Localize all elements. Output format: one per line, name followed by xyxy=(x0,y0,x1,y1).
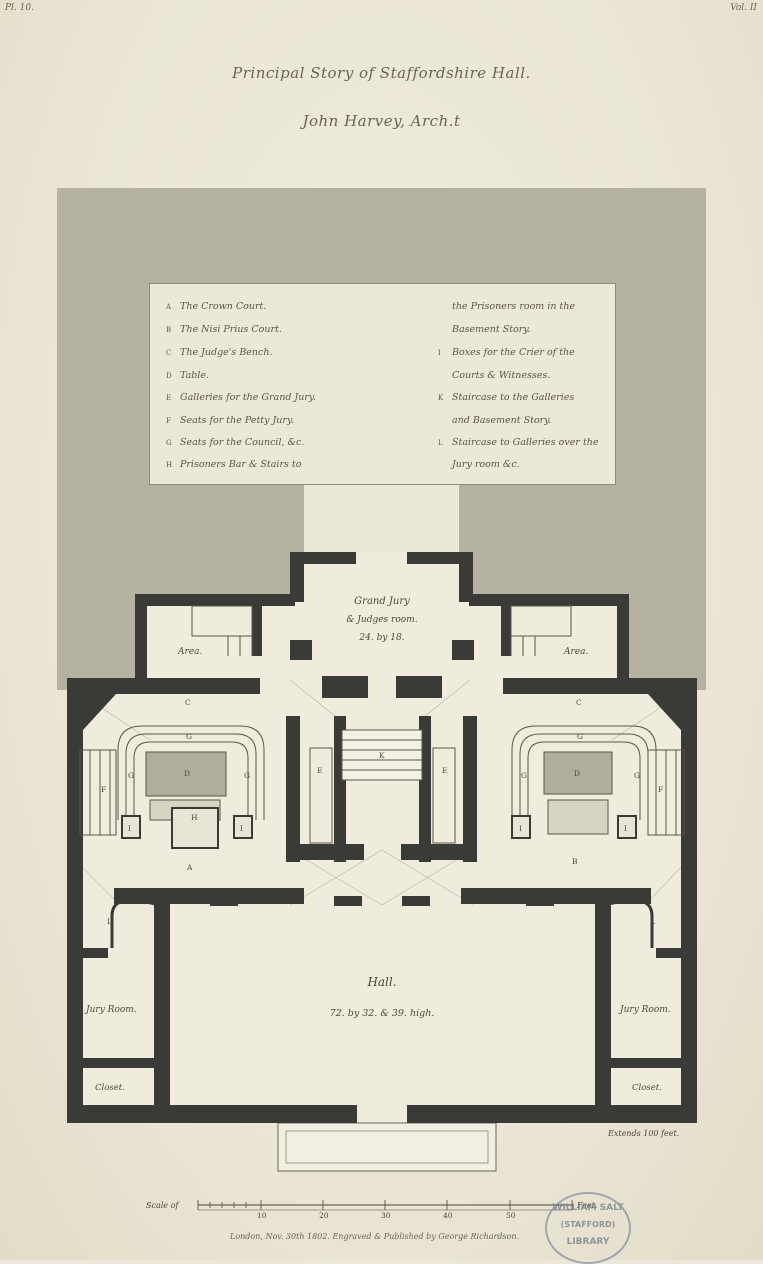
letter-l-left: L xyxy=(107,917,112,926)
tables xyxy=(121,751,637,849)
letter-d-right: D xyxy=(574,769,580,778)
letter-a: A xyxy=(186,863,193,872)
stamp-middle-text: (STAFFORD) xyxy=(560,1220,616,1229)
tiered-seating-b xyxy=(511,725,657,820)
stamp-top-text: WILLIAM SALT xyxy=(552,1203,624,1213)
legend-item-l-cont: Jury room &c. xyxy=(452,459,520,470)
library-stamp: WILLIAM SALT (STAFFORD) LIBRARY xyxy=(545,1192,631,1264)
entrance-court xyxy=(304,484,459,556)
plate-number: Pl. 10. xyxy=(5,3,34,13)
letter-i-3: I xyxy=(519,824,522,833)
label-extends: Extends 100 feet. xyxy=(607,1129,679,1138)
letter-i-4: I xyxy=(624,824,627,833)
letter-e-left: E xyxy=(317,766,322,775)
legend-item-k-cont: and Basement Story. xyxy=(452,415,552,426)
letter-d-left: D xyxy=(184,769,190,778)
publisher-imprint: London, Nov. 30th 1802. Engraved & Publi… xyxy=(230,1232,520,1241)
scale-tick-40: 40 xyxy=(443,1211,453,1220)
scale-label: Scale of xyxy=(146,1201,180,1210)
fittings xyxy=(79,605,685,844)
letter-g-left-a: G xyxy=(128,771,134,780)
label-judges-room: & Judges room. xyxy=(346,615,417,625)
label-closet-right: Closet. xyxy=(632,1083,662,1093)
letter-c-right: C xyxy=(576,698,582,707)
letter-g-right-a: G xyxy=(244,771,250,780)
letter-b: B xyxy=(572,857,578,866)
legend-item-h-cont: the Prisoners room in the xyxy=(452,301,576,312)
label-grand-jury: Grand Jury xyxy=(354,596,410,607)
letter-e-right: E xyxy=(442,766,447,775)
letter-f-left: F xyxy=(101,785,106,794)
letter-f-right: F xyxy=(658,785,663,794)
legend-item-i-cont: Courts & Witnesses. xyxy=(452,370,551,381)
walls xyxy=(67,552,697,1123)
scale-tick-30: 30 xyxy=(381,1211,391,1220)
letter-c-left: C xyxy=(185,698,191,707)
letter-h: H xyxy=(191,813,198,822)
scale-tick-50: 50 xyxy=(506,1211,516,1220)
label-jury-room-left: Jury Room. xyxy=(84,1005,137,1015)
curved-staircases xyxy=(110,898,654,948)
stamp-bottom-text: LIBRARY xyxy=(566,1237,610,1247)
legend-item-h-cont2: Basement Story. xyxy=(452,324,531,335)
scale-tick-10: 10 xyxy=(257,1211,267,1220)
label-jury-room-right: Jury Room. xyxy=(618,1005,671,1015)
label-closet-left: Closet. xyxy=(95,1083,125,1093)
label-area-right: Area. xyxy=(563,647,588,657)
scale-tick-20: 20 xyxy=(319,1211,329,1220)
letter-l-right: L xyxy=(650,917,655,926)
label-hall-dims: 72. by 32. & 39. high. xyxy=(330,1008,435,1019)
architect-credit: John Harvey, Arch.t xyxy=(302,112,461,130)
letter-g-top-left: G xyxy=(186,732,192,741)
letter-g-right-b: G xyxy=(634,771,640,780)
letter-k: K xyxy=(379,751,385,760)
letter-i-2: I xyxy=(240,824,243,833)
letter-g-left-b: G xyxy=(521,771,527,780)
plate-title: Principal Story of Staffordshire Hall. xyxy=(232,64,531,82)
volume-number: Vol. II xyxy=(730,3,757,13)
letter-i-1: I xyxy=(128,824,131,833)
label-hall: Hall. xyxy=(366,975,396,989)
tiered-seating-a xyxy=(117,725,265,820)
label-area-left: Area. xyxy=(177,647,202,657)
scale-bar: Scale of Feet. 10 20 30 40 50 xyxy=(146,1200,597,1220)
label-grand-jury-dims: 24. by 18. xyxy=(358,633,404,643)
letter-g-top-right: G xyxy=(577,732,583,741)
